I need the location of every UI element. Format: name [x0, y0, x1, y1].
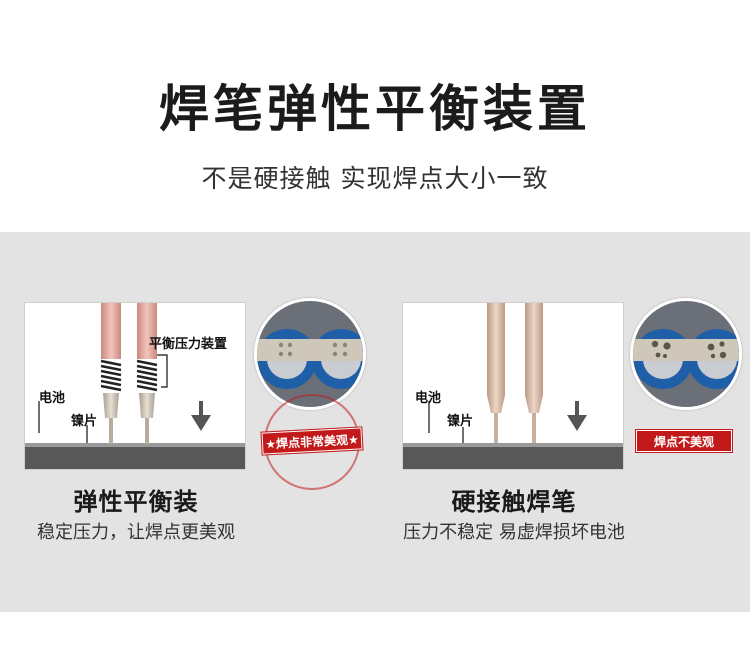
good-weld-stamp: ★焊点非常美观★	[260, 426, 364, 456]
elastic-pen-diagram: 平衡压力装置 电池 镍片	[24, 302, 246, 470]
pen-tip-2	[525, 395, 543, 413]
elastic-caption-title: 弹性平衡装	[73, 488, 199, 516]
battery-label: 电池	[39, 391, 66, 406]
elastic-caption-desc: 稳定压力，让焊点更美观	[37, 522, 235, 543]
spring-2	[136, 359, 158, 392]
nickel-sheet	[403, 443, 623, 447]
hard-caption-desc: 压力不稳定 易虚焊损坏电池	[403, 522, 625, 543]
down-arrow-icon	[191, 401, 211, 431]
pen-needle-1	[494, 413, 498, 443]
pen-needle-2	[145, 418, 149, 444]
pen-needle-1	[109, 418, 113, 444]
balance-pointer	[157, 354, 168, 388]
hard-pen-diagram: 电池 镍片	[402, 302, 624, 470]
poor-weld-photo	[630, 298, 742, 410]
pen-tip-1	[103, 393, 119, 418]
pen-tip-1	[487, 395, 505, 413]
nickel-sheet	[25, 443, 245, 447]
pen-body-2	[137, 303, 157, 359]
elastic-pen-illustration	[25, 303, 245, 469]
good-weld-photo	[254, 298, 366, 410]
battery-label: 电池	[415, 391, 442, 406]
battery-base	[25, 447, 245, 469]
header: 焊笔弹性平衡装置 不是硬接触 实现焊点大小一致	[0, 0, 750, 232]
down-arrow-icon	[567, 401, 587, 431]
page-title: 焊笔弹性平衡装置	[159, 80, 591, 138]
nickel-sheet-label: 镍片	[71, 414, 98, 429]
battery-base	[403, 447, 623, 469]
pen-needle-2	[532, 413, 536, 443]
bottom-strip	[0, 612, 750, 657]
poor-weld-stamp: 焊点不美观	[635, 429, 733, 453]
pen-tip-2	[139, 393, 155, 418]
spring-1	[100, 359, 122, 392]
pen-body-1	[487, 303, 505, 395]
nickel-sheet-label: 镍片	[447, 414, 474, 429]
hard-caption-title: 硬接触焊笔	[451, 488, 577, 516]
page-subtitle: 不是硬接触 实现焊点大小一致	[201, 164, 549, 193]
hard-pen-illustration	[403, 303, 623, 469]
balance-device-label: 平衡压力装置	[149, 337, 228, 352]
pen-body-2	[525, 303, 543, 395]
pen-body-1	[101, 303, 121, 359]
